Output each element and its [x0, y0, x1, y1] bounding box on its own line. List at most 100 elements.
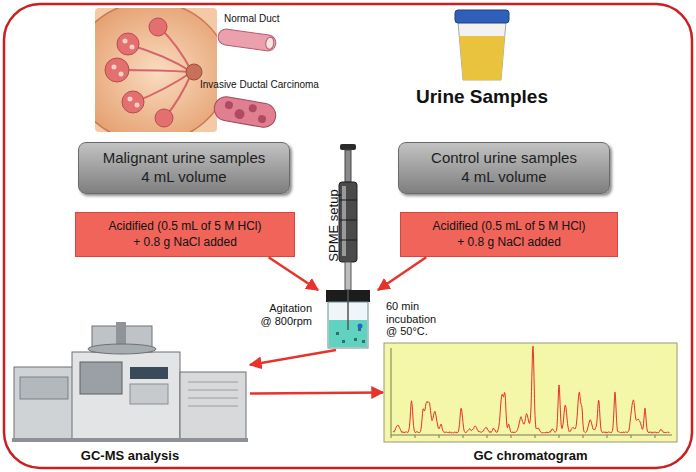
treatment-box: Acidified (0.5 mL of 5 M HCl) + 0.8 g Na… — [400, 212, 618, 257]
dot — [130, 45, 135, 50]
sample-box: Control urine samples 4 mL volume — [398, 142, 610, 194]
nipple — [186, 64, 202, 80]
holder-ring — [339, 200, 357, 201]
ms-unit — [14, 367, 74, 439]
cup-lid — [455, 10, 509, 23]
axis-tick — [583, 435, 584, 438]
tumour-cell — [234, 108, 246, 120]
duct-lumen — [265, 37, 275, 50]
y-axis — [391, 348, 392, 435]
bench — [12, 438, 248, 442]
plunger-rod — [345, 150, 351, 182]
duct — [120, 70, 192, 72]
lobule — [122, 91, 144, 113]
dot — [112, 65, 117, 70]
holder-body — [339, 182, 357, 262]
stir-bead — [358, 324, 363, 329]
node-text: Malignant urine samples 4 mL volume — [100, 149, 268, 187]
flow-arrow — [250, 350, 336, 365]
label-slot: Normal Duct — [224, 13, 294, 25]
gc-oven — [72, 352, 180, 439]
invasive-duct-tube — [212, 95, 277, 129]
axis-tick — [487, 435, 488, 438]
dot — [135, 103, 140, 108]
gc-display — [130, 367, 168, 379]
lobule-dots — [112, 39, 140, 108]
tumour-cell — [224, 100, 233, 109]
dot — [128, 97, 133, 102]
vent-line — [188, 382, 238, 383]
axis-tick — [559, 435, 560, 438]
urine — [459, 36, 505, 80]
node-text: Control urine samples 4 mL volume — [427, 149, 582, 187]
tumour-cell — [248, 104, 257, 113]
node-text: Acidified (0.5 mL of 5 M HCl) + 0.8 g Na… — [106, 219, 264, 250]
flow-arrow — [250, 392, 383, 393]
text-label: Urine Samples — [402, 86, 562, 108]
lobule — [149, 18, 167, 36]
axis-tick — [535, 435, 536, 438]
node-text: Acidified (0.5 mL of 5 M HCl) + 0.8 g Na… — [430, 219, 588, 250]
flow-arrow — [378, 257, 426, 290]
node-text: GC chromatogram — [383, 448, 678, 465]
sample-box: Malignant urine samples 4 mL volume — [78, 142, 290, 194]
spme-fiber — [347, 290, 349, 330]
axis-tick — [439, 435, 440, 438]
axis-tick — [391, 435, 392, 438]
lobule — [117, 33, 139, 55]
cup-body — [458, 22, 506, 80]
sample-particle — [362, 340, 365, 343]
lobule — [105, 58, 129, 82]
axis-tick — [655, 435, 656, 438]
needle-guide — [345, 262, 351, 290]
axis-tick — [607, 435, 608, 438]
gcms-instrument: GC-MS analysis — [10, 322, 250, 465]
axis-tick — [631, 435, 632, 438]
label-slot: Urine Samples — [402, 86, 562, 108]
keypad — [130, 384, 168, 404]
dot — [123, 39, 128, 44]
node-text: GC-MS analysis — [10, 448, 250, 465]
duct — [130, 45, 192, 72]
treatment-box: Acidified (0.5 mL of 5 M HCl) + 0.8 g Na… — [75, 212, 295, 257]
tumour-cell — [257, 114, 266, 123]
chromatogram-trace — [393, 346, 670, 433]
breast-section — [95, 8, 217, 132]
lobule — [155, 109, 173, 127]
holder-highlight — [342, 186, 346, 256]
duct-wall — [212, 95, 277, 129]
holder-ring — [339, 240, 357, 241]
vent-line — [188, 398, 238, 399]
detector-unit — [180, 372, 246, 439]
duct — [160, 28, 192, 72]
label-slot: 60 min incubation @ 50°C. — [386, 300, 444, 338]
node-text: SPME setup — [326, 181, 341, 271]
axis-tick — [463, 435, 464, 438]
urine-cup — [455, 10, 509, 80]
axis-tick — [415, 435, 416, 438]
vent-line — [188, 406, 238, 407]
oven-door — [80, 362, 122, 394]
spme-setup: SPME setup — [318, 140, 378, 350]
text-label: Normal Duct — [224, 13, 294, 25]
chromatogram-plot — [383, 342, 678, 443]
sample-particle — [358, 328, 361, 331]
breast-tissue — [95, 8, 217, 132]
duct-wall — [217, 28, 277, 52]
text-label: 60 min incubation @ 50°C. — [386, 300, 444, 338]
plunger-knob — [340, 144, 356, 150]
x-axis — [391, 435, 672, 436]
lobules — [105, 18, 173, 127]
flow-arrow — [269, 257, 318, 290]
text-label: Agitation @ 800rpm — [258, 302, 312, 327]
sample-particle — [354, 338, 357, 341]
label-slot: Agitation @ 800rpm — [258, 302, 312, 327]
holder-ring — [339, 220, 357, 221]
sample-particle — [336, 332, 339, 335]
normal-duct-tube — [217, 28, 277, 52]
sample-tray — [88, 344, 156, 354]
outer-frame — [4, 4, 692, 468]
plot-ground — [384, 343, 677, 442]
vent-line — [188, 390, 238, 391]
